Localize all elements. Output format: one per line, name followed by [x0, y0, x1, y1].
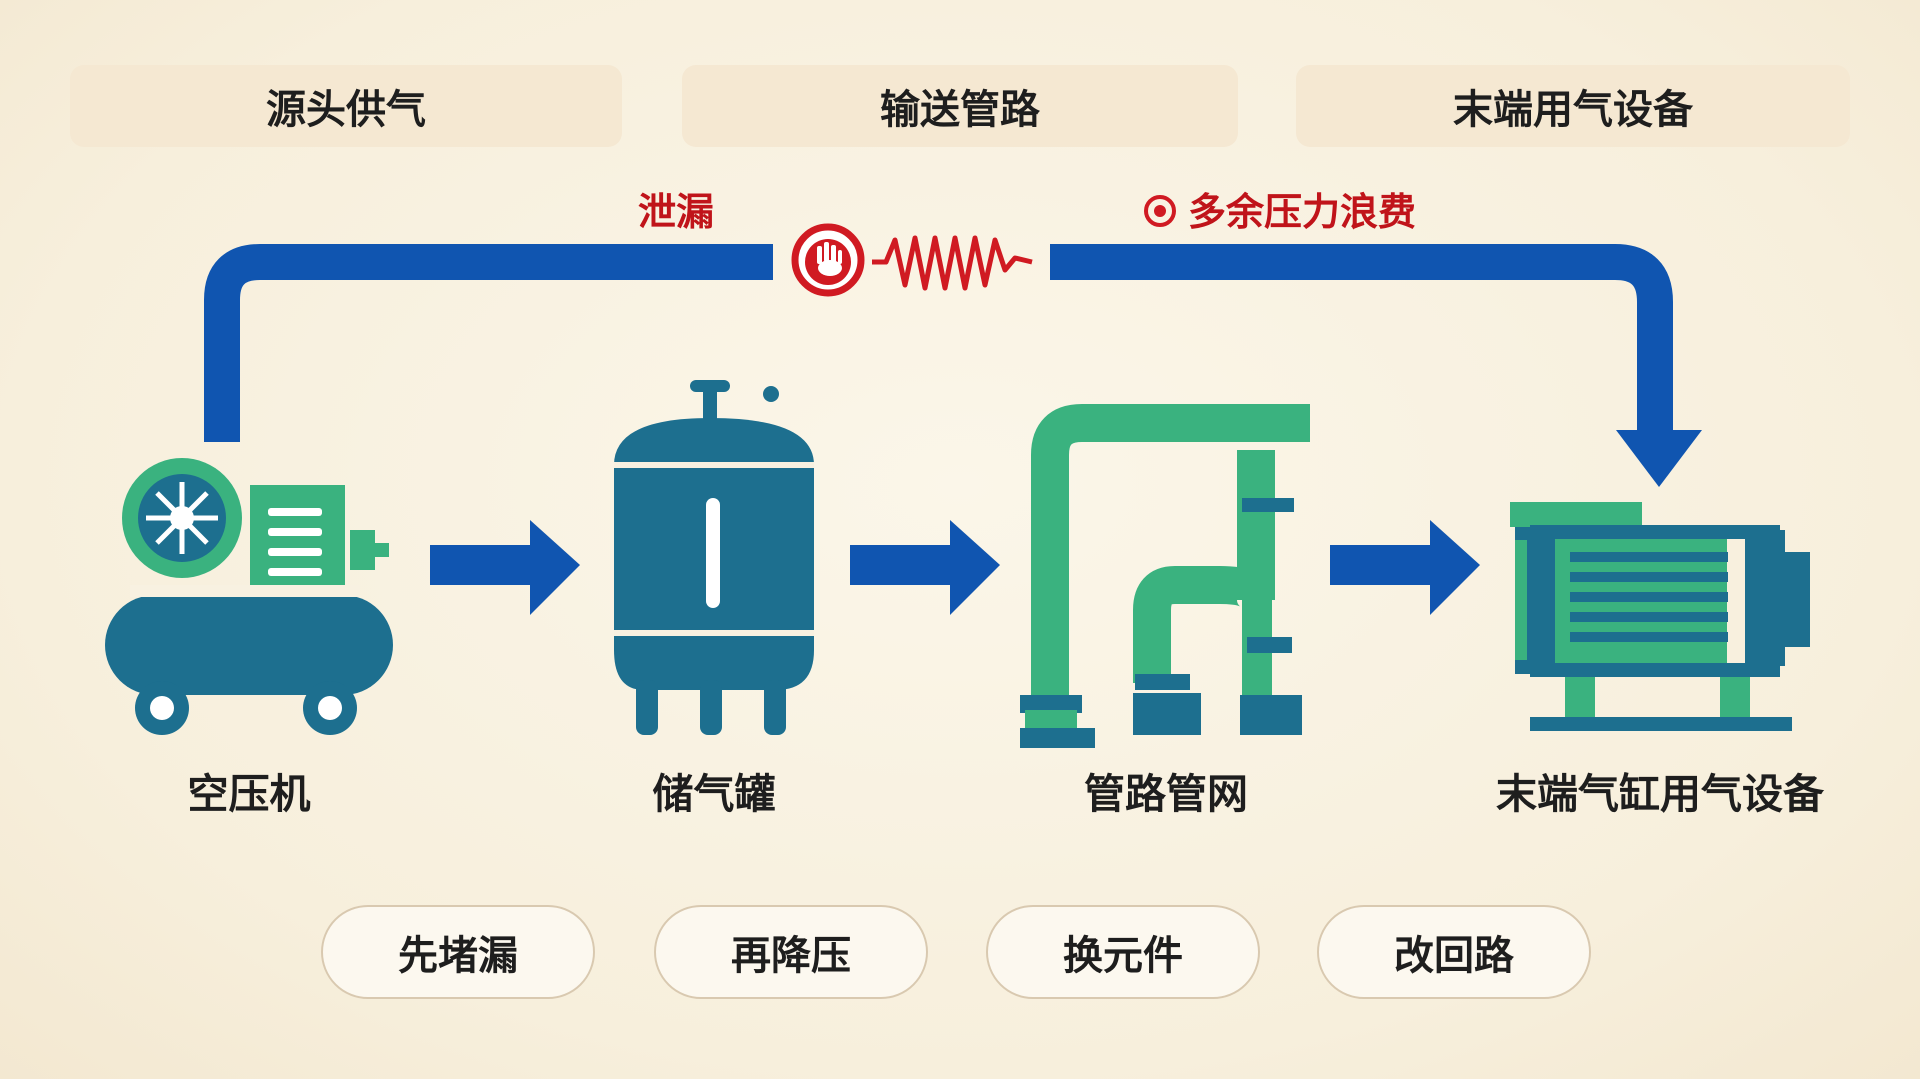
target-icon	[1144, 195, 1176, 227]
action-pill-reduce-pressure[interactable]: 再降压	[654, 905, 928, 999]
cylinder-device-icon	[1510, 502, 1810, 731]
flow-arrow-2	[850, 520, 1000, 615]
node-label-end-device: 末端气缸用气设备	[1496, 770, 1824, 818]
stop-hand-icon	[791, 223, 865, 297]
tank-icon	[614, 380, 814, 735]
pressure-waste-label: 多余压力浪费	[1188, 190, 1417, 234]
flow-arrow-1	[430, 520, 580, 615]
leak-warning-label: 泄漏	[638, 190, 715, 234]
compressor-icon	[105, 458, 393, 735]
feedback-path	[204, 244, 1702, 487]
node-label-compressor: 空压机	[187, 770, 311, 818]
zigzag-icon	[872, 235, 1033, 291]
action-pill-fix-leak[interactable]: 先堵漏	[321, 905, 595, 999]
stage-header-end-device: 末端用气设备	[1296, 65, 1850, 147]
stage-header-source: 源头供气	[70, 65, 622, 147]
feedback-arrow-head	[1616, 430, 1702, 487]
flow-arrow-3	[1330, 520, 1480, 615]
action-pill-modify-circuit[interactable]: 改回路	[1317, 905, 1591, 999]
action-pill-replace-component[interactable]: 换元件	[986, 905, 1260, 999]
pipe-network-icon	[1020, 404, 1310, 748]
node-label-pipe-network: 管路管网	[1084, 770, 1248, 818]
node-label-tank: 储气罐	[652, 770, 776, 818]
stage-header-pipeline: 输送管路	[682, 65, 1238, 147]
